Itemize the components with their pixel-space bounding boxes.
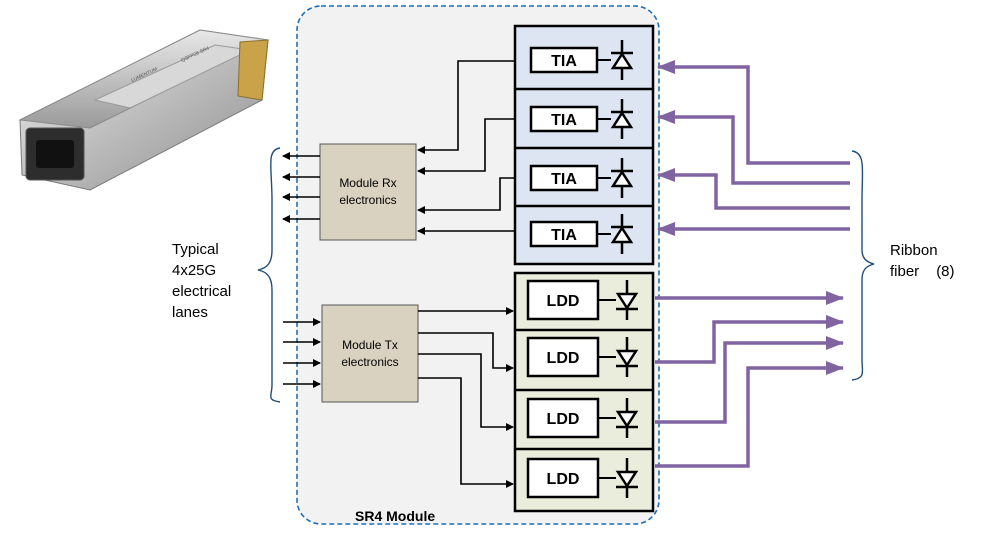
ldd-chip-1-label: LDD <box>547 293 580 310</box>
ldd-chip-4 <box>526 457 600 499</box>
ribbon-fiber-label: Ribbon fiber (8) <box>890 240 955 282</box>
tia-chip-4-label: TIA <box>551 227 577 244</box>
rx-wire-3 <box>417 177 516 214</box>
qsfp-product-photo: LUMENTUM QSFP28 SR4 <box>18 29 270 191</box>
laser-diode-icon-1 <box>615 280 639 320</box>
tx-electronics-label: Module Tx electronics <box>322 337 418 371</box>
tx-wire-3 <box>418 353 514 431</box>
rx-wire-1 <box>417 60 516 154</box>
ldd-chip-2-label: LDD <box>547 350 580 367</box>
rx-electronics-block <box>319 143 417 241</box>
rx-electronics-line-2: electronics <box>339 193 397 207</box>
tx-electronics-line-2: electronics <box>341 355 399 369</box>
electrical-lanes-line-2: 4x25G <box>172 262 217 279</box>
electrical-lanes-label: Typical 4x25G electrical lanes <box>172 239 231 323</box>
tx-electronics-block <box>321 304 419 403</box>
module-title: SR4 Module <box>355 508 436 524</box>
tx-fiber-2 <box>655 315 844 364</box>
photodiode-icon-4 <box>610 214 634 254</box>
ribbon-fiber-line-1: Ribbon <box>890 242 938 259</box>
left-brace <box>257 147 281 403</box>
rx-fiber-1 <box>657 60 850 165</box>
rx-electronics-label: Module Rx electronics <box>320 175 416 209</box>
ribbon-fiber-word: fiber <box>890 263 920 280</box>
ldd-chip-3-label: LDD <box>547 411 580 428</box>
ldd-chip-3 <box>526 397 600 439</box>
right-brace <box>851 150 875 381</box>
tia-chip-2-label: TIA <box>551 112 577 129</box>
photodiode-icon-2 <box>610 99 634 139</box>
tia-chip-2 <box>529 105 599 133</box>
tia-chip-1-label: TIA <box>551 53 577 70</box>
ldd-chip-4-label: LDD <box>547 471 580 488</box>
photodiode-icon-1 <box>610 40 634 80</box>
electrical-lanes-line-1: Typical <box>172 241 219 258</box>
laser-diode-icon-2 <box>615 337 639 377</box>
rx-wire-2 <box>417 118 516 175</box>
ribbon-fiber-line-2: fiber (8) <box>890 261 955 282</box>
rx-fiber-3 <box>657 168 850 210</box>
electrical-lanes-line-4: lanes <box>172 304 208 321</box>
tx-fiber-3 <box>655 336 844 424</box>
fiber-count: (8) <box>936 263 955 280</box>
tx-electronics-line-1: Module Tx <box>342 338 398 352</box>
photodiode-icon-3 <box>610 158 634 198</box>
tia-chip-3-label: TIA <box>551 171 577 188</box>
tia-chip-4 <box>529 220 599 248</box>
tia-chip-1 <box>529 46 599 74</box>
laser-diode-icon-4 <box>615 458 639 498</box>
tx-wire-4 <box>418 377 514 488</box>
ldd-chip-1 <box>526 279 600 321</box>
tx-wire-2 <box>418 332 514 372</box>
rx-fiber-2 <box>657 110 850 185</box>
pcb-edge <box>237 39 269 101</box>
tx-fiber-4 <box>655 361 844 468</box>
rx-electronics-line-1: Module Rx <box>339 176 397 190</box>
laser-diode-icon-3 <box>615 398 639 438</box>
electrical-lanes-line-3: electrical <box>172 283 232 300</box>
